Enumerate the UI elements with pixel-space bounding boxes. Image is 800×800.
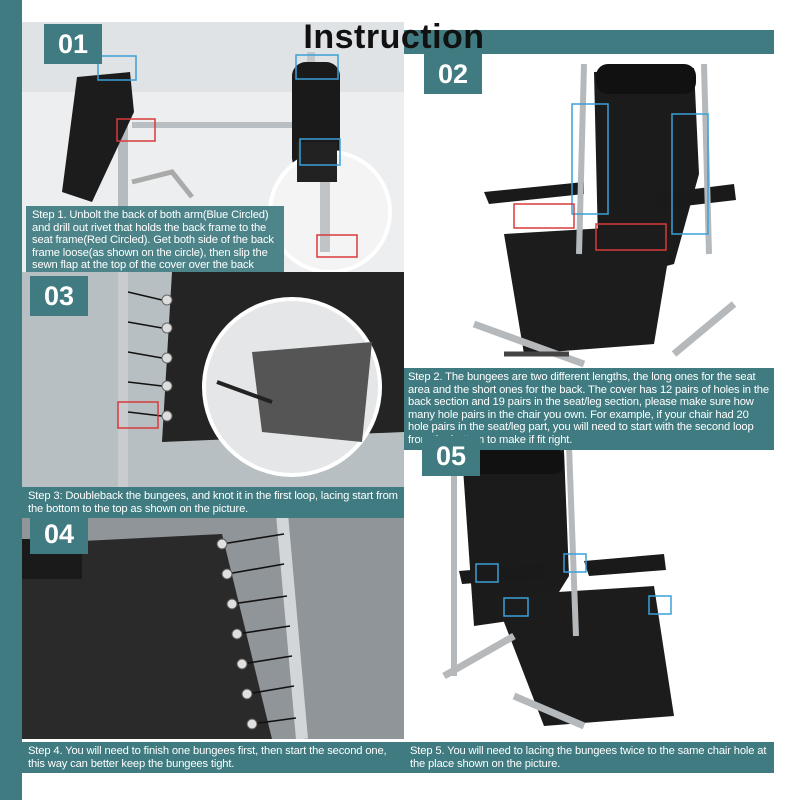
step-4-panel: 04	[22, 514, 404, 739]
step-3-caption: Step 3: Doubleback the bungees, and knot…	[22, 487, 404, 519]
frame-strip	[404, 30, 774, 54]
step-2-caption: Step 2. The bungees are two different le…	[404, 368, 774, 450]
step-5-panel: 05	[404, 436, 774, 736]
step-2-panel: 02	[404, 54, 774, 372]
step-5-photo	[404, 436, 774, 736]
step-number-badge: 01	[44, 24, 102, 64]
step-number-badge: 02	[424, 54, 482, 94]
frame-strip	[774, 0, 800, 800]
frame-strip	[0, 0, 22, 800]
step-number-badge: 03	[30, 276, 88, 316]
step-number-badge: 04	[30, 514, 88, 554]
step-5-caption: Step 5. You will need to lacing the bung…	[404, 742, 774, 774]
step-3-panel: 03	[22, 272, 404, 487]
step-1-panel: 01 Step 1. Unbolt the back of both arm(B…	[22, 22, 404, 272]
step-1-caption: Step 1. Unbolt the back of both arm(Blue…	[26, 206, 284, 272]
step-number-badge: 05	[422, 436, 480, 476]
step-4-caption: Step 4. You will need to finish one bung…	[22, 742, 404, 774]
page-title: Instruction	[303, 18, 485, 56]
step-2-photo	[404, 54, 774, 372]
